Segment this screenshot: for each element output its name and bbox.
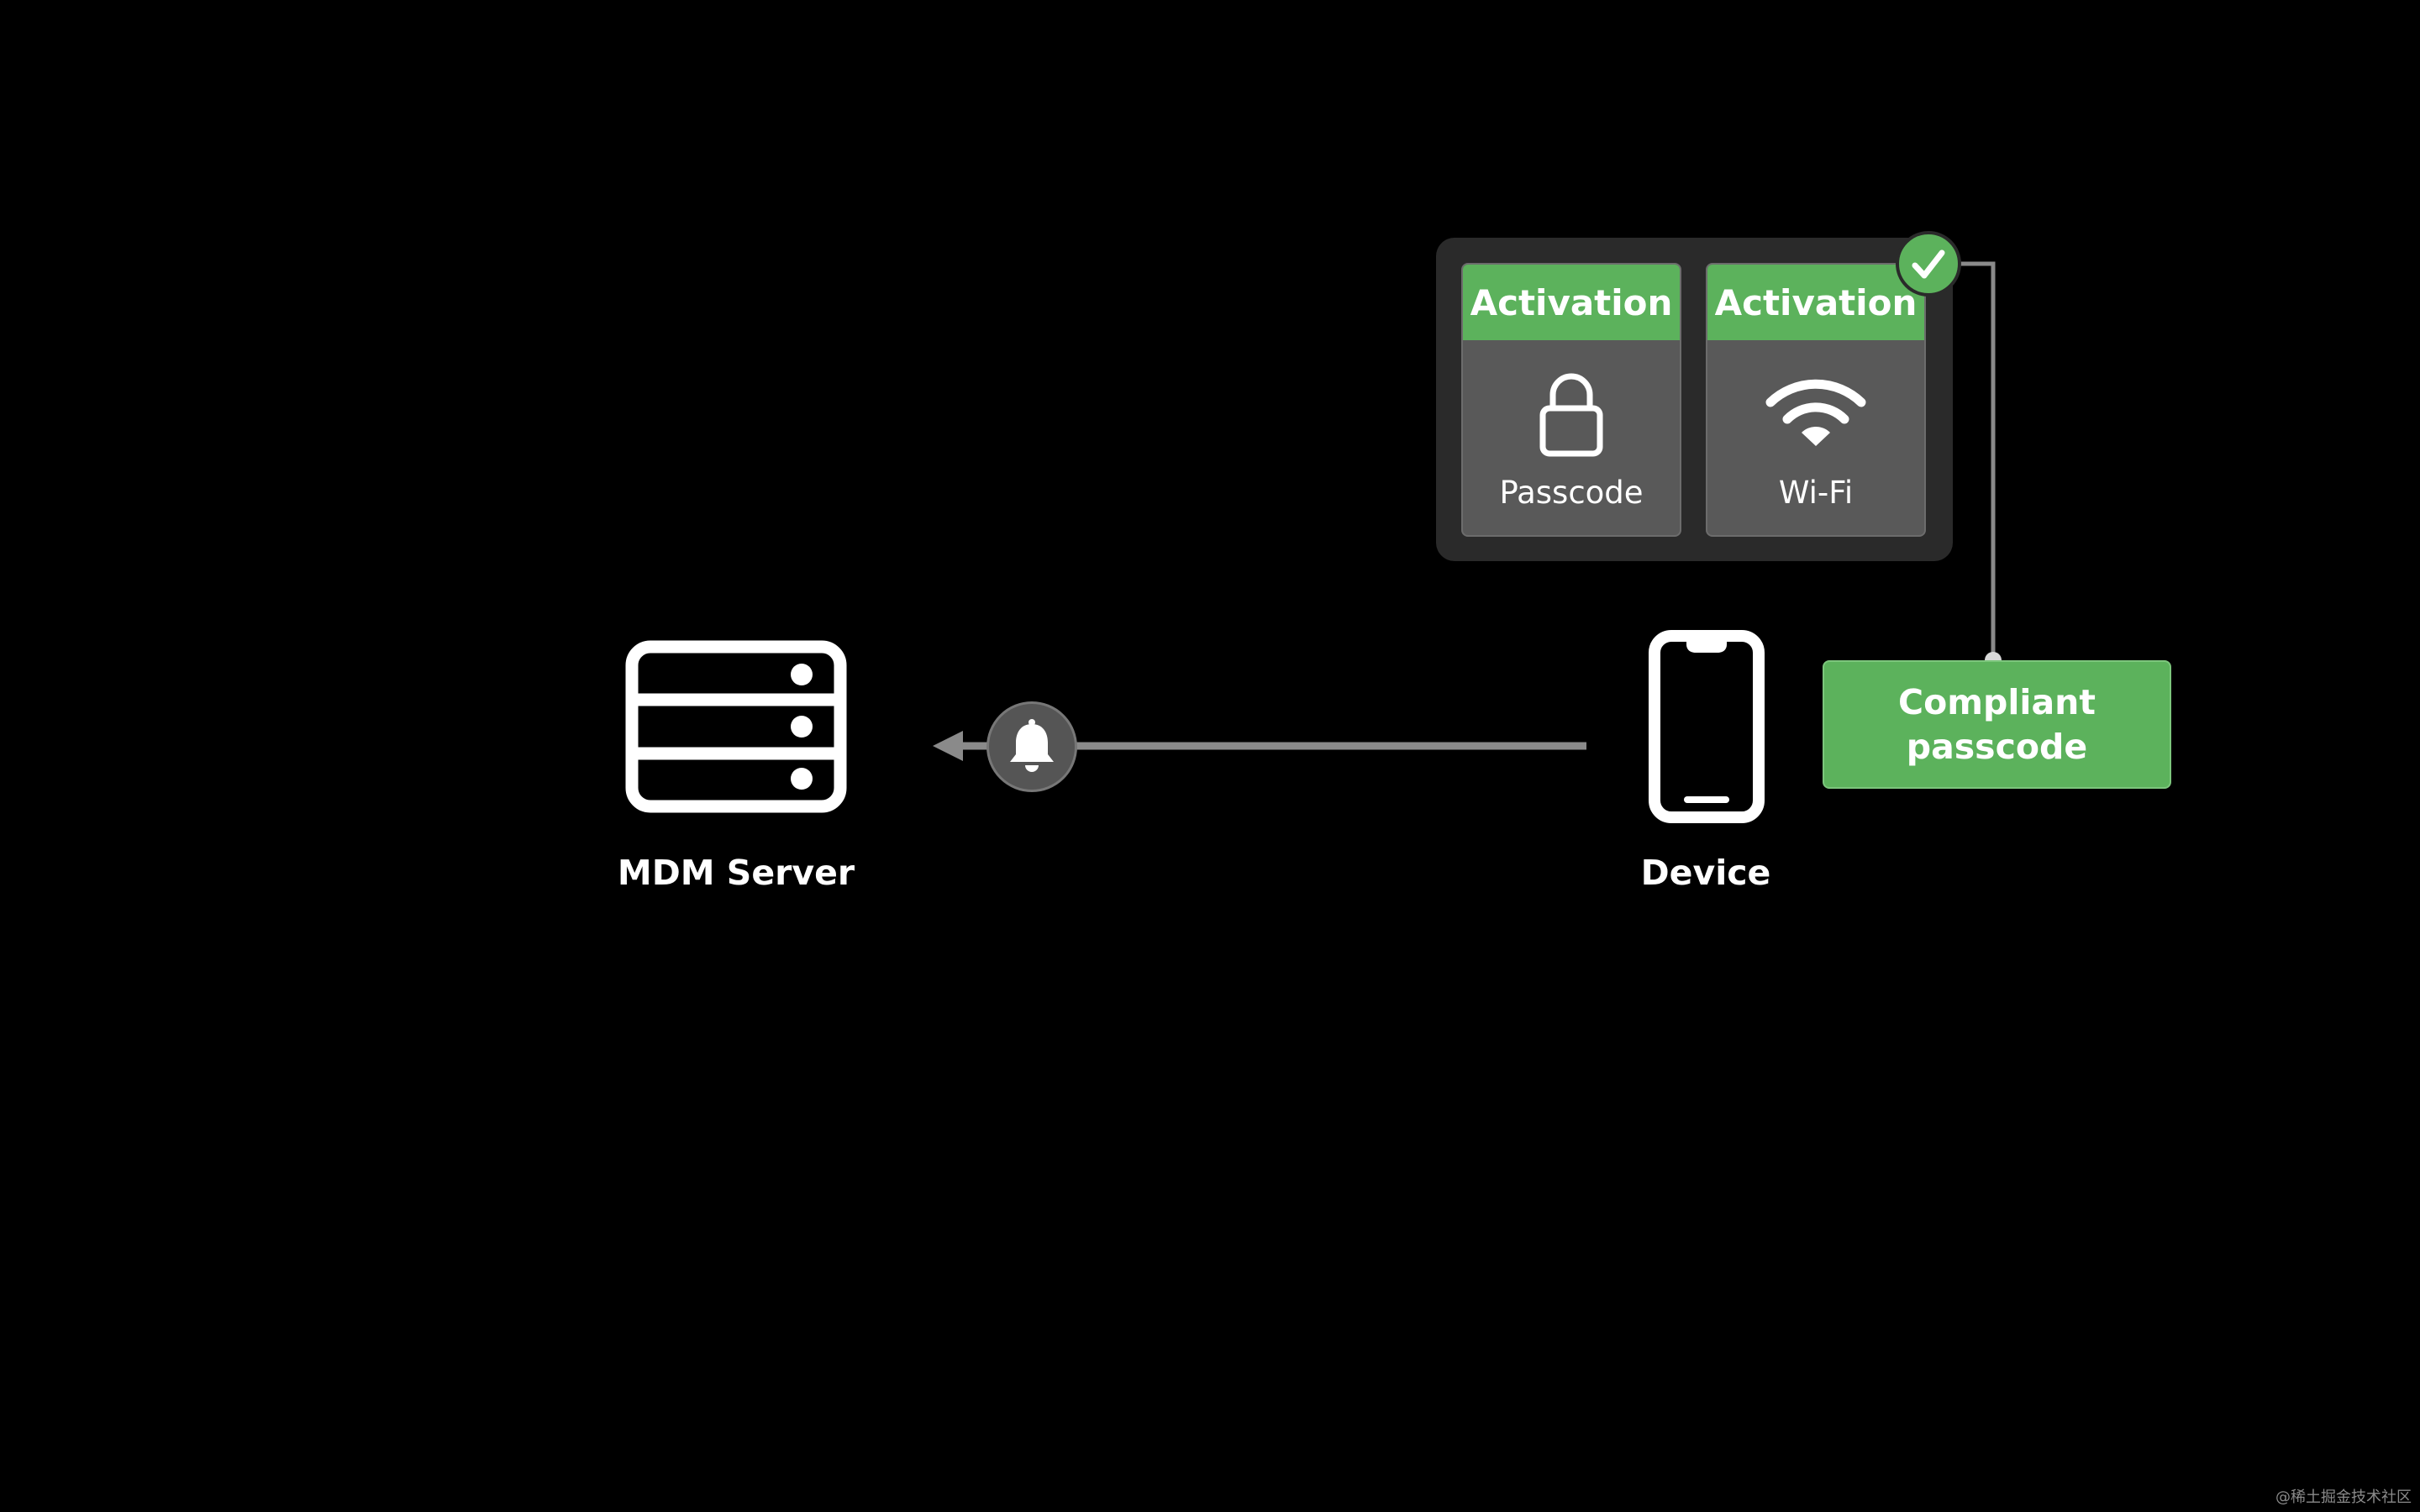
activation-card-label: Wi-Fi (1778, 475, 1854, 511)
compliance-connector (1951, 261, 1996, 660)
phone-icon (1649, 630, 1765, 827)
compliant-line-2: passcode (1906, 726, 2088, 767)
activation-card-passcode: Activation Passcode (1461, 263, 1681, 537)
activation-card-header: Activation (1463, 265, 1680, 340)
watermark: @稀土掘金技术社区 (2275, 1488, 2412, 1506)
bell-icon (1010, 719, 1054, 772)
server-icon (625, 640, 847, 816)
server-label: MDM Server (617, 853, 855, 893)
compliant-passcode-box: Compliant passcode (1823, 660, 2171, 789)
activation-card-label: Passcode (1499, 475, 1644, 511)
lock-icon (1538, 370, 1605, 460)
activation-card-header: Activation (1707, 265, 1924, 340)
compliant-line-1: Compliant (1898, 681, 2096, 722)
wifi-icon (1765, 374, 1866, 454)
check-badge (1896, 231, 1961, 297)
activation-card-wifi: Activation Wi-Fi (1706, 263, 1926, 537)
device-label: Device (1640, 853, 1771, 893)
checkmark-icon (1912, 249, 1945, 279)
notification-badge (986, 701, 1077, 792)
report-arrow-head (933, 731, 963, 761)
